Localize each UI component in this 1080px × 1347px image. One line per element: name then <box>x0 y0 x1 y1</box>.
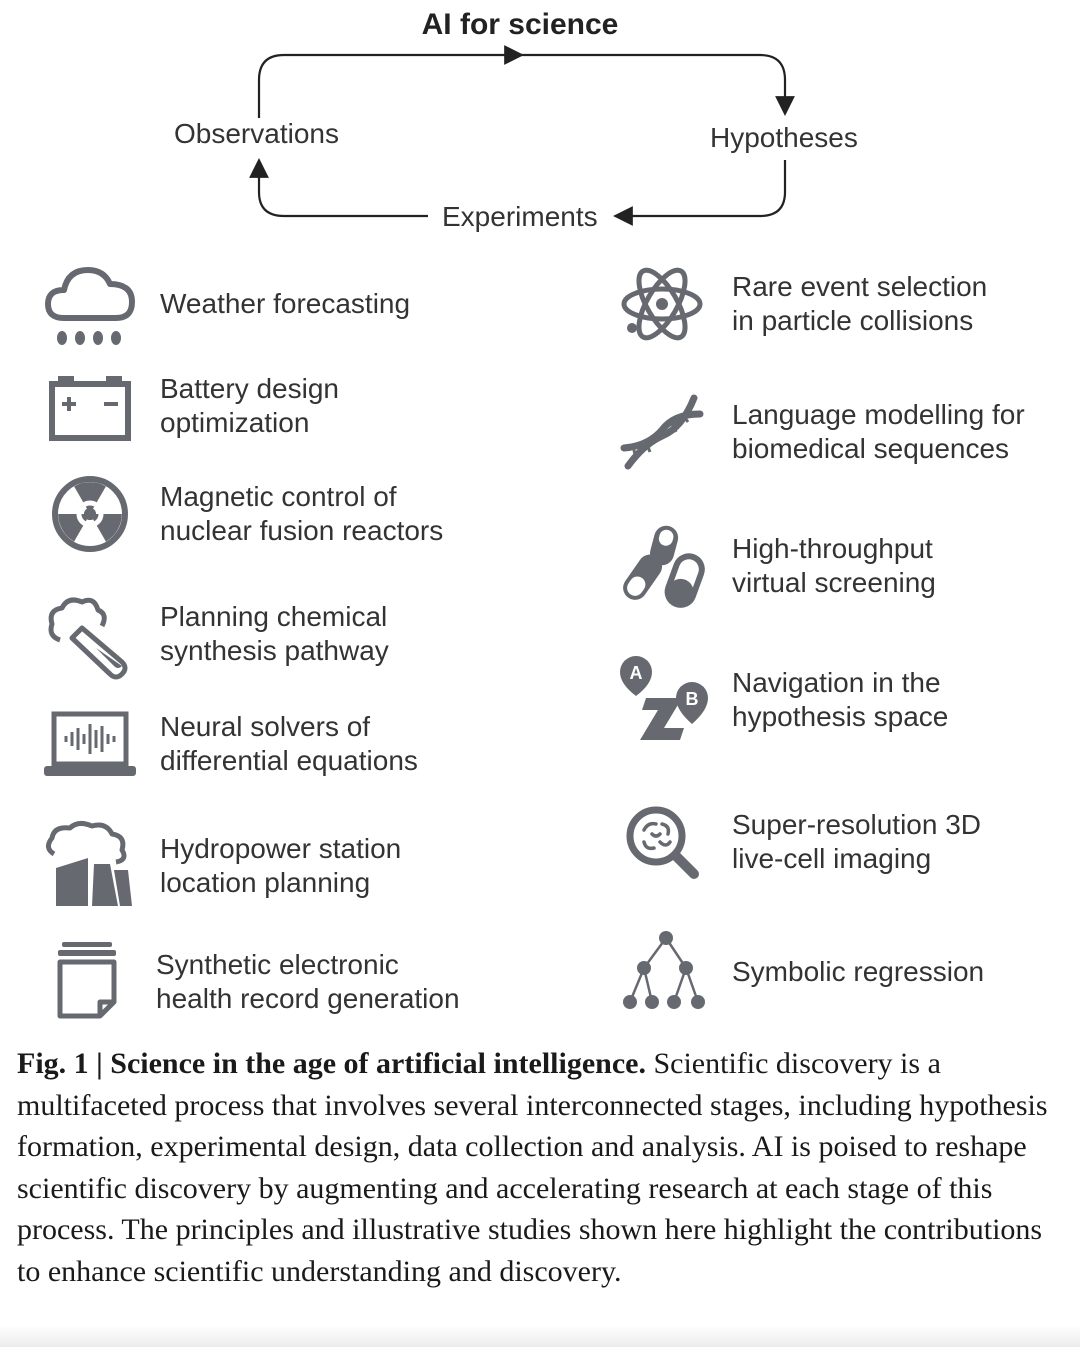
magnifier-cell-icon <box>614 794 710 890</box>
svg-text:B: B <box>686 689 699 709</box>
svg-text:A: A <box>630 663 643 683</box>
bottom-shadow <box>0 1325 1080 1347</box>
application-item: Weather forecasting <box>42 254 562 354</box>
cycle-arrow-top <box>257 53 795 118</box>
cloud-rain-icon <box>42 256 138 352</box>
cycle-diagram <box>249 45 795 226</box>
diagram-title: AI for science <box>421 8 619 41</box>
test-tube-icon <box>42 586 138 682</box>
application-item: Symbolic regression <box>614 922 1074 1022</box>
battery-icon <box>42 358 138 454</box>
laptop-waveform-icon <box>42 696 138 792</box>
tree-graph-icon <box>614 924 710 1020</box>
dna-icon <box>614 384 710 480</box>
application-label: Weather forecasting <box>160 288 411 319</box>
documents-icon <box>42 934 138 1030</box>
cycle-arrow-right-bottom <box>613 160 787 226</box>
caption-title: Fig. 1 | Science in the age of artificia… <box>17 1047 646 1080</box>
application-label: Symbolic regression <box>732 956 985 987</box>
pills-icon <box>614 518 710 614</box>
radiation-icon <box>42 466 138 562</box>
navigation-az-icon: A B <box>614 652 710 748</box>
cycle-arrow-left-bottom <box>249 158 428 218</box>
cycle-label-observations: Observations <box>174 118 339 149</box>
figure-caption: Fig. 1 | Science in the age of artificia… <box>17 1043 1067 1292</box>
factory-icon <box>42 818 138 914</box>
caption-body: Scientific discovery is a multifaceted p… <box>17 1047 1048 1288</box>
cycle-label-hypotheses: Hypotheses <box>710 122 858 153</box>
atom-icon <box>614 256 710 352</box>
cycle-label-experiments: Experiments <box>442 201 598 232</box>
